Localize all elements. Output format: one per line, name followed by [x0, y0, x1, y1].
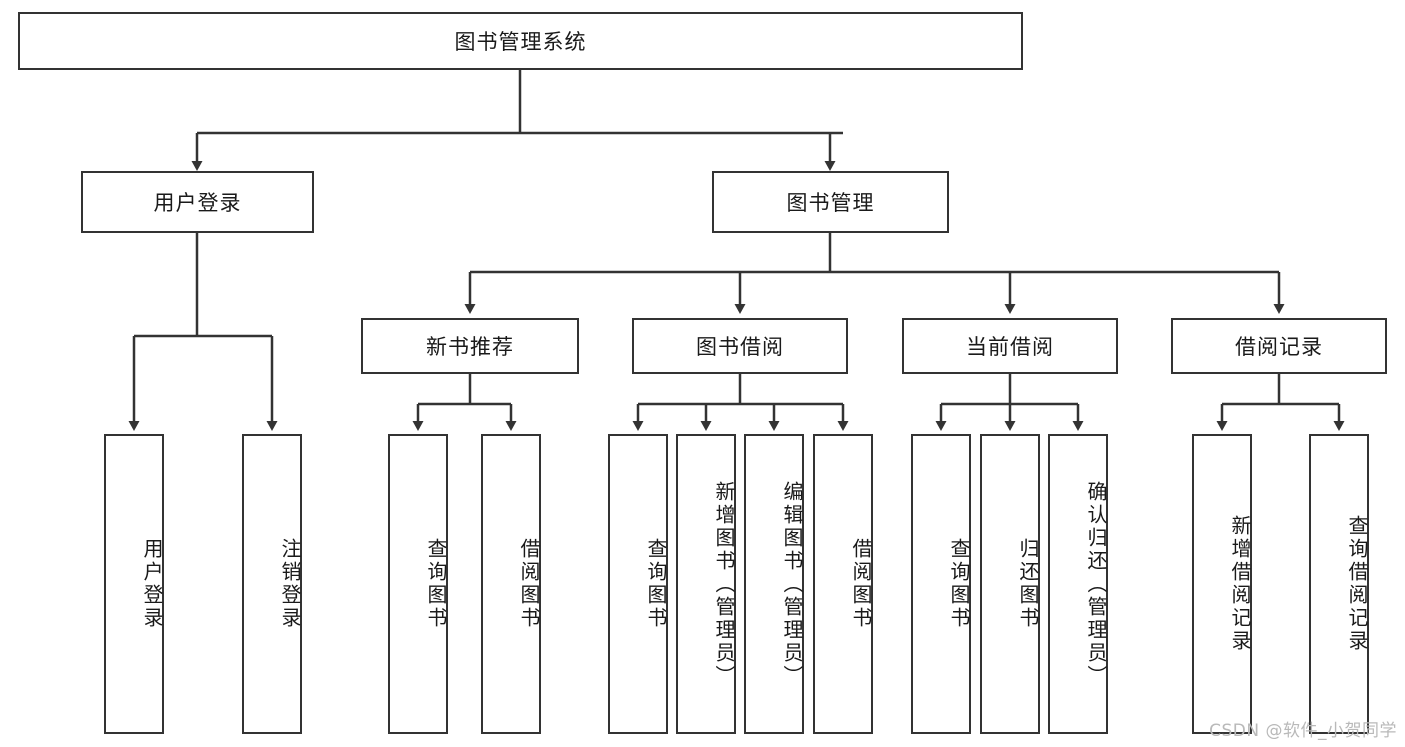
leaf-borrow-book-2[interactable]: 借阅图书: [813, 434, 873, 734]
leaf-query-record[interactable]: 查询借阅记录: [1309, 434, 1369, 734]
node-root-label: 图书管理系统: [454, 30, 587, 54]
node-borrow-record-label: 借阅记录: [1235, 335, 1323, 359]
node-book-manage-label: 图书管理: [786, 191, 875, 215]
leaf-borrow-book-1[interactable]: 借阅图书: [481, 434, 541, 734]
node-book-borrow[interactable]: 图书借阅: [632, 318, 848, 374]
leaf-user-login-label: 用户登录: [140, 538, 164, 630]
leaf-add-record-label: 新增借阅记录: [1228, 515, 1252, 653]
leaf-edit-book[interactable]: 编辑图书（管理员）: [744, 434, 804, 734]
leaf-query-book-1[interactable]: 查询图书: [388, 434, 448, 734]
leaf-query-book-3-label: 查询图书: [947, 538, 971, 630]
leaf-confirm-return[interactable]: 确认归还（管理员）: [1048, 434, 1108, 734]
leaf-add-book-label: 新增图书（管理员）: [712, 480, 736, 688]
node-borrow-record[interactable]: 借阅记录: [1171, 318, 1387, 374]
leaf-query-book-3[interactable]: 查询图书: [911, 434, 971, 734]
node-user-login[interactable]: 用户登录: [81, 171, 314, 233]
leaf-return-book[interactable]: 归还图书: [980, 434, 1040, 734]
leaf-borrow-book-1-label: 借阅图书: [517, 538, 541, 630]
node-user-login-label: 用户登录: [153, 191, 242, 215]
leaf-user-login[interactable]: 用户登录: [104, 434, 164, 734]
leaf-query-book-2[interactable]: 查询图书: [608, 434, 668, 734]
leaf-add-book[interactable]: 新增图书（管理员）: [676, 434, 736, 734]
node-current-borrow[interactable]: 当前借阅: [902, 318, 1118, 374]
node-current-borrow-label: 当前借阅: [966, 335, 1054, 359]
leaf-query-book-2-label: 查询图书: [644, 538, 668, 630]
leaf-confirm-return-label: 确认归还（管理员）: [1084, 480, 1108, 688]
node-new-book-recommend[interactable]: 新书推荐: [361, 318, 579, 374]
leaf-return-book-label: 归还图书: [1016, 538, 1040, 630]
leaf-borrow-book-2-label: 借阅图书: [849, 538, 873, 630]
leaf-add-record[interactable]: 新增借阅记录: [1192, 434, 1252, 734]
leaf-query-record-label: 查询借阅记录: [1345, 515, 1369, 653]
leaf-edit-book-label: 编辑图书（管理员）: [780, 480, 804, 688]
node-root[interactable]: 图书管理系统: [18, 12, 1023, 70]
node-book-manage[interactable]: 图书管理: [712, 171, 949, 233]
leaf-logout-label: 注销登录: [278, 538, 302, 630]
watermark-text: CSDN @软件_小贺同学: [1209, 721, 1397, 741]
leaf-query-book-1-label: 查询图书: [424, 538, 448, 630]
node-book-borrow-label: 图书借阅: [696, 335, 784, 359]
leaf-logout[interactable]: 注销登录: [242, 434, 302, 734]
node-new-book-recommend-label: 新书推荐: [426, 335, 514, 359]
